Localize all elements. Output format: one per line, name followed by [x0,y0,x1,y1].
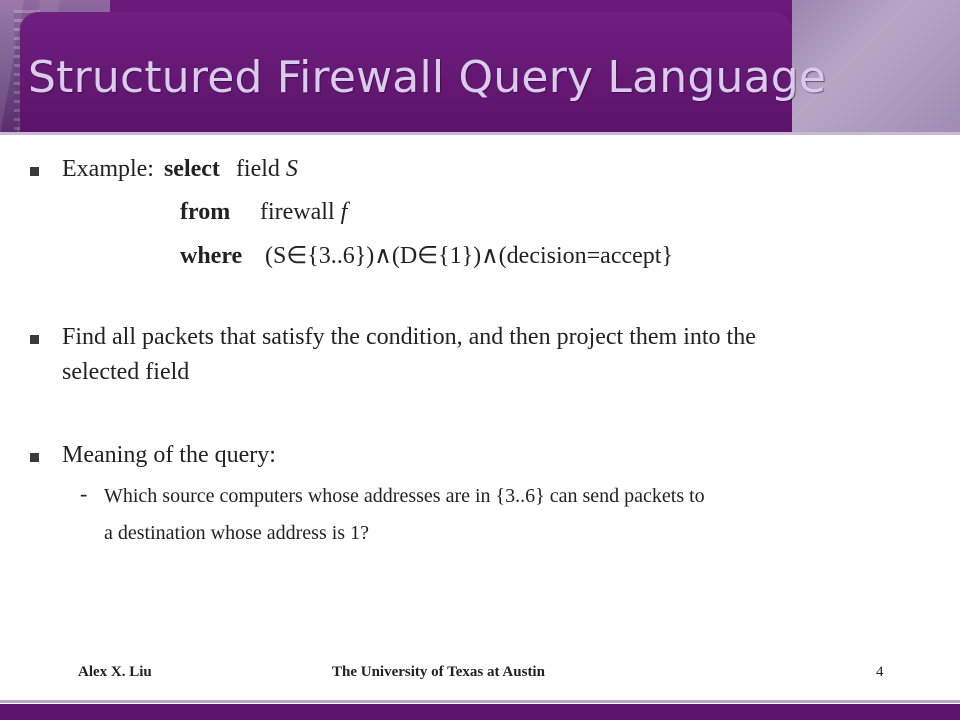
bullet-icon [30,167,39,176]
example-where-line: where (S∈{3..6})∧(D∈{1})∧(decision=accept… [180,241,673,270]
select-keyword: select [163,156,220,182]
example-from-line: from firewall f [180,199,347,226]
title-panel [20,12,792,132]
bullet-icon [30,453,39,462]
where-keyword: where [180,243,243,269]
sub-bullet-dash: - [80,481,88,506]
footer-author: Alex X. Liu [78,664,152,680]
bullet-text: Find all packets that satisfy the condit… [62,324,756,350]
bullet-text-continued: selected field [62,359,190,385]
select-clause-var: S [285,156,298,182]
footer-institution: The University of Texas at Austin [332,664,545,680]
header-banner: Structured Firewall Query Language [0,0,960,132]
from-clause-var: f [340,199,348,225]
example-label: Example: [62,156,154,182]
sub-bullet-text-continued: a destination whose address is 1? [104,522,369,544]
where-clause-text: (S∈{3..6})∧(D∈{1})∧(decision=accept} [265,243,673,269]
bullet-text: Meaning of the query: [62,442,276,468]
example-select-line: Example: select field S [62,156,298,183]
select-clause-text: field [235,156,286,182]
slide-title: Structured Firewall Query Language [28,52,827,103]
page-number: 4 [876,664,884,680]
footer-bar [0,704,960,720]
footer-divider [0,700,960,703]
bullet-icon [30,335,39,344]
from-keyword: from [180,199,231,225]
sub-bullet-text: Which source computers whose addresses a… [104,485,705,507]
header-right-decoration [792,0,960,132]
header-divider [0,132,960,135]
from-clause-text: firewall [260,199,341,225]
